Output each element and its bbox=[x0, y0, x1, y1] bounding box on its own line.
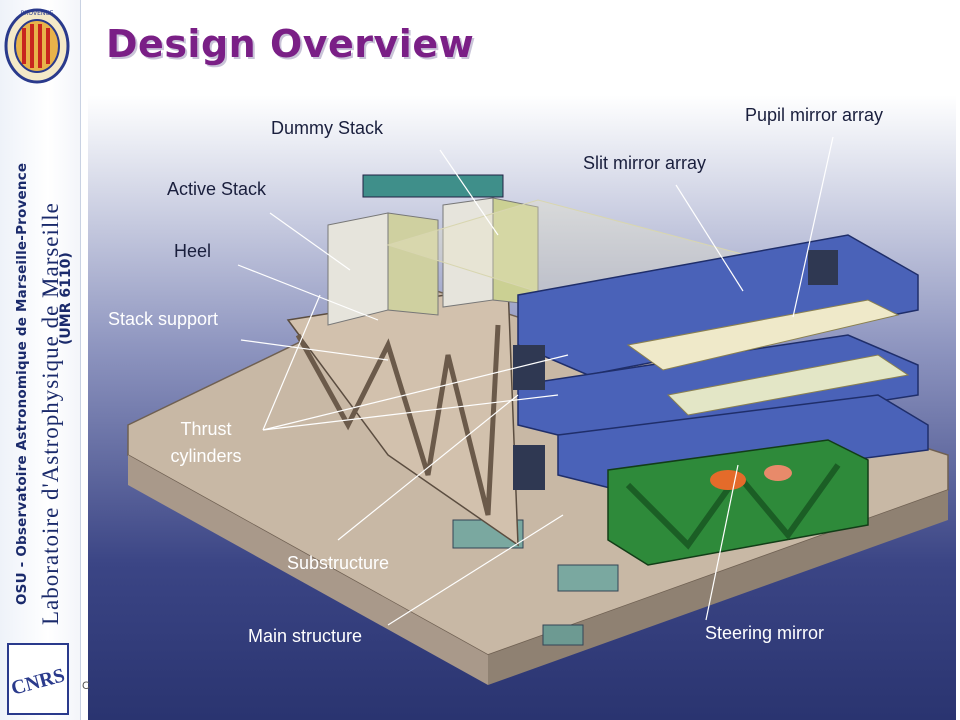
banner-text: OSU - Observatoire Astronomique de Marse… bbox=[0, 95, 80, 625]
label-dummy-stack: Dummy Stack bbox=[271, 118, 384, 138]
provence-seal-logo: PROVENCE bbox=[4, 8, 70, 84]
label-active-stack: Active Stack bbox=[167, 179, 267, 199]
label-thrust-cylinders: Thrust cylinders bbox=[170, 419, 242, 466]
design-figure: Dummy Stack Pupil mirror array Slit mirr… bbox=[88, 95, 956, 720]
laboratory-unit: (UMR 6110) bbox=[58, 252, 74, 345]
label-main-structure: Main structure bbox=[248, 626, 363, 646]
footer-mark: C bbox=[82, 680, 90, 692]
label-steering-mirror: Steering mirror bbox=[705, 623, 825, 643]
label-substructure: Substructure bbox=[287, 553, 390, 573]
institution-banner: PROVENCE OSU - Observatoire Astronomique… bbox=[0, 0, 81, 720]
observatory-name: OSU - Observatoire Astronomique de Marse… bbox=[14, 162, 30, 605]
label-pupil-mirror-array: Pupil mirror array bbox=[745, 105, 884, 125]
label-heel: Heel bbox=[174, 241, 212, 261]
label-slit-mirror-array: Slit mirror array bbox=[583, 153, 707, 173]
cnrs-logo: CNRS bbox=[7, 643, 69, 715]
label-stack-support: Stack support bbox=[108, 309, 219, 329]
slide-title: Design Overview bbox=[106, 22, 475, 66]
instrument-cad-render bbox=[127, 136, 949, 685]
seal-text: PROVENCE bbox=[21, 10, 54, 17]
